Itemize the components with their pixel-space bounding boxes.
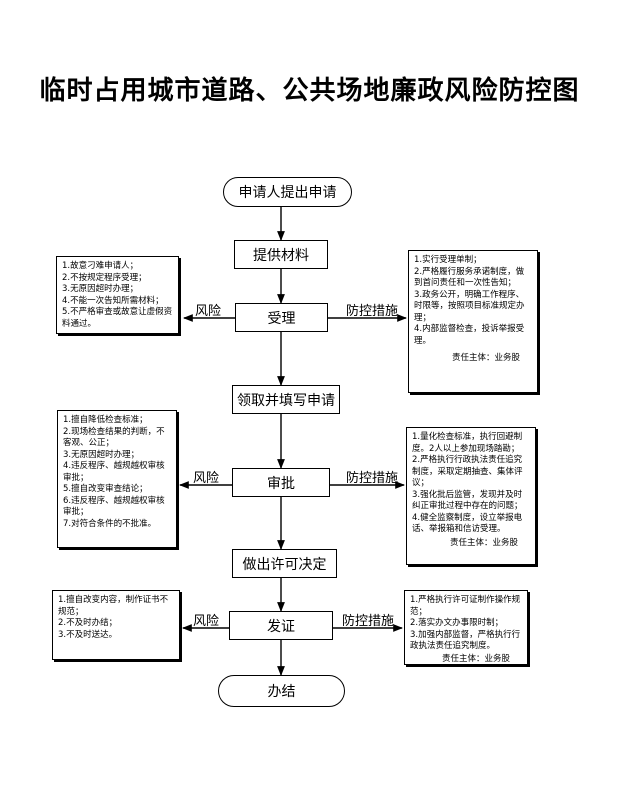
issue-node: 发证 [229, 611, 333, 640]
issue-risk-note: 1.擅自改变内容，制作证书不规范； 2.不及时办结； 3.不及时送达。 [52, 590, 180, 660]
risk-item: 3.无原因超时办理； [63, 449, 140, 460]
issue-control-label: 防控措施 [342, 614, 395, 629]
control-item: 3.政务公开，明确工作程序、时限等，按照项目标准规定办理； [414, 289, 525, 323]
approve-control-label: 防控措施 [346, 471, 399, 486]
control-item: 1.实行受理单制； [414, 255, 482, 265]
responsible-party: 责任主体：业务股 [451, 353, 520, 363]
control-item: 3.加强内部监督，严格执行行政执法责任追究制度。 [410, 629, 521, 652]
risk-item: 7.对符合条件的不批准。 [63, 518, 157, 529]
risk-item: 3.不及时送达。 [58, 629, 118, 640]
responsible-party: 责任主体：业务股 [449, 537, 518, 548]
decision-node: 做出许可决定 [232, 549, 337, 578]
risk-item: 1.擅自降低检查标准； [63, 415, 148, 425]
accept-node: 受理 [235, 303, 328, 332]
control-item: 1.量化检查标准，执行回避制度。2人以上参加现场踏勘； [412, 432, 523, 454]
control-item: 2.落实办文办事限时制； [410, 618, 504, 628]
responsible-party: 责任主体：业务股 [441, 653, 510, 664]
accept-control-label: 防控措施 [346, 304, 399, 319]
risk-item: 4.违反程序、越规越权审核审批； [63, 461, 165, 483]
control-item: 4.内部监督检查，投诉举报受理。 [414, 324, 525, 346]
control-item: 4.健全监察制度，设立举报电话、举报箱和信访受理。 [412, 512, 523, 535]
approve-risk-label: 风险 [193, 471, 220, 486]
risk-item: 1.擅自改变内容，制作证书不规范； [58, 595, 169, 617]
issue-control-note: 1.严格执行许可证制作操作规范； 2.落实办文办事限时制； 3.加强内部监督，严… [404, 590, 528, 665]
start-node: 申请人提出申请 [223, 177, 352, 207]
control-item: 2.严格履行服务承诺制度，做到首问责任和一次性告知； [414, 266, 525, 289]
risk-item: 5.不严格审查或故意让虚假资料通过。 [62, 307, 173, 329]
control-item: 2.严格执行行政执法责任追究制度，采取定期抽查、集体评议； [412, 455, 523, 488]
accept-risk-note: 1.故意刁难申请人； 2.不按规定程序受理； 3.无原因超时办理； 4.不能一次… [56, 256, 179, 334]
materials-node: 提供材料 [234, 240, 328, 269]
end-node: 办结 [218, 675, 345, 707]
accept-control-note: 1.实行受理单制； 2.严格履行服务承诺制度，做到首问责任和一次性告知； 3.政… [408, 250, 538, 393]
issue-risk-label: 风险 [193, 614, 220, 629]
risk-item: 3.无原因超时办理； [62, 284, 139, 294]
approve-control-note: 1.量化检查标准，执行回避制度。2人以上参加现场踏勘； 2.严格执行行政执法责任… [406, 427, 536, 565]
form-node: 领取并填写申请 [232, 385, 340, 414]
risk-item: 5.擅自改变审查结论； [63, 484, 148, 494]
approve-node: 审批 [232, 468, 330, 497]
risk-item: 4.不能一次告知所需材料； [62, 295, 164, 306]
accept-risk-label: 风险 [195, 304, 222, 319]
risk-item: 6.违反程序、越规越权审核审批； [63, 495, 165, 518]
control-item: 1.严格执行许可证制作操作规范； [410, 595, 521, 617]
risk-item: 2.现场检查结果的判断，不客观、公正； [63, 426, 165, 449]
approve-risk-note: 1.擅自降低检查标准； 2.现场检查结果的判断，不客观、公正； 3.无原因超时办… [57, 410, 177, 548]
control-item: 3.强化批后监管，发现并及时纠正审批过程中存在的问题； [412, 489, 523, 512]
risk-item: 1.故意刁难申请人； [62, 261, 139, 271]
risk-item: 2.不按规定程序受理； [62, 272, 147, 283]
risk-item: 2.不及时办结； [58, 618, 118, 628]
page-title: 临时占用城市道路、公共场地廉政风险防控图 [39, 76, 580, 106]
